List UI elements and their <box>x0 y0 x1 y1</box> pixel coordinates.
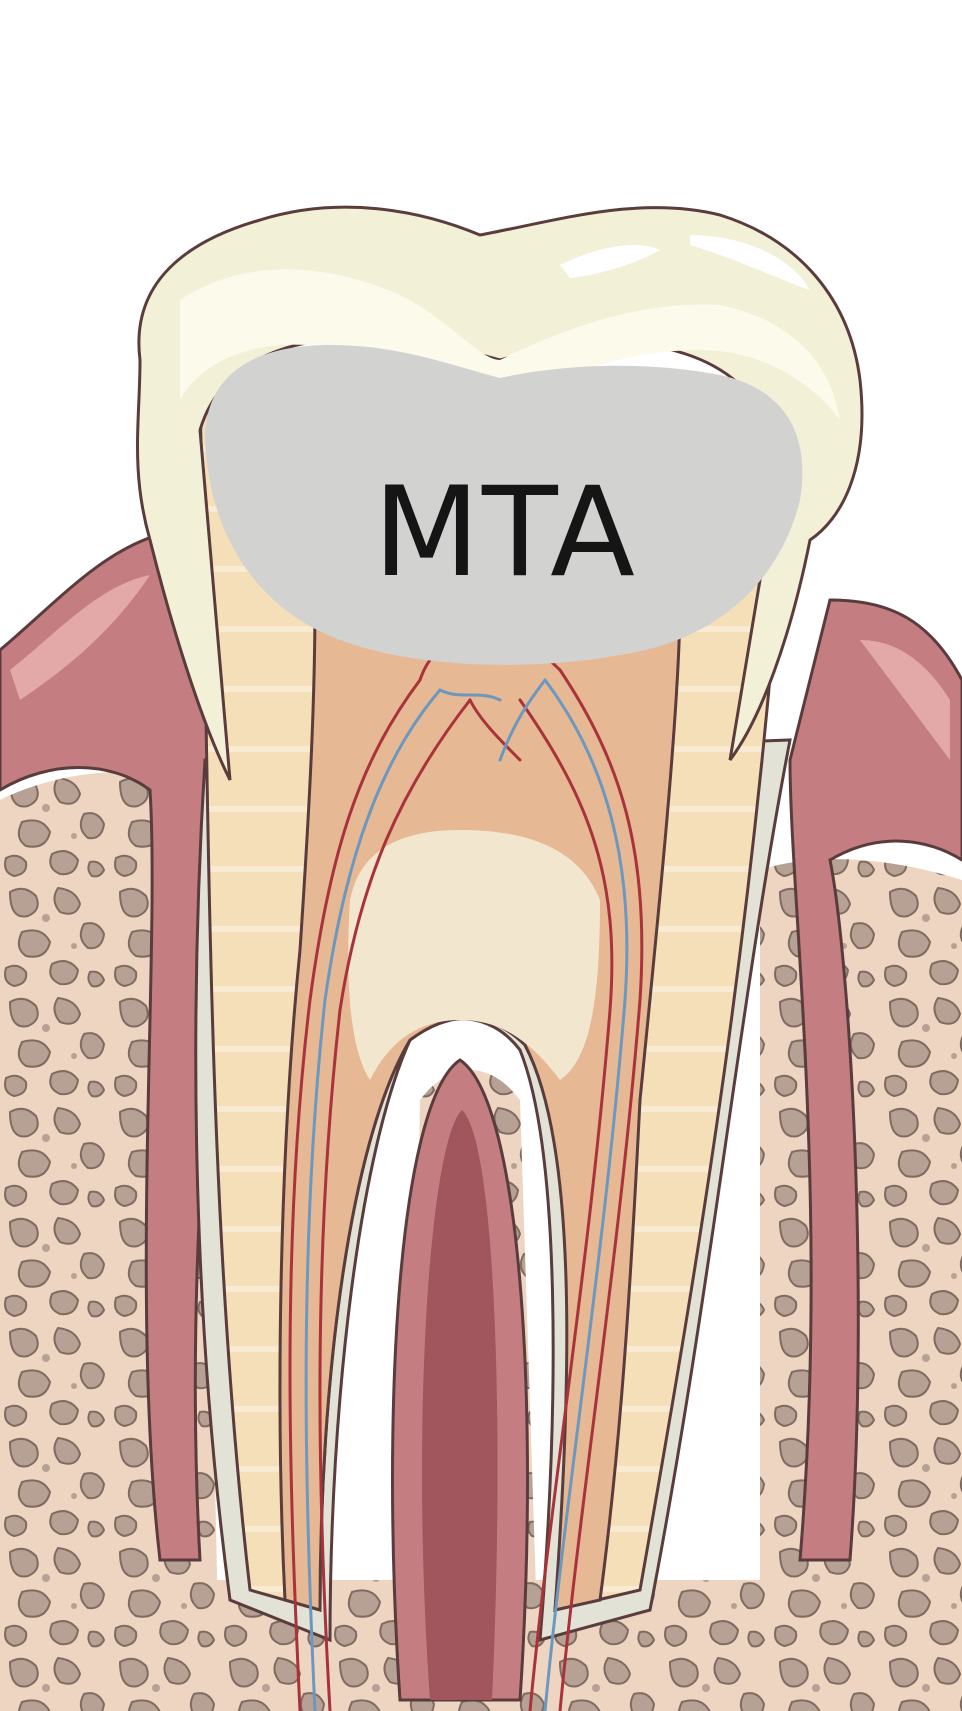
artery-right-2 <box>518 698 614 1711</box>
capillary-4 <box>468 698 522 762</box>
gum-right-highlight <box>860 640 950 760</box>
mta-filling <box>205 345 803 665</box>
pulp-horn-inner <box>348 830 600 1080</box>
blood-vessels <box>288 628 644 1711</box>
gum-inner-dark <box>421 1110 498 1700</box>
artery-right <box>558 668 644 1711</box>
enamel-highlight <box>560 245 660 278</box>
tooth-enamel-inner <box>180 269 840 420</box>
enamel-highlight-right <box>690 235 810 290</box>
vein-right <box>543 678 629 1711</box>
vein-left <box>304 688 442 1711</box>
artery-left <box>288 678 422 1711</box>
capillary-2 <box>438 688 502 702</box>
mta-label: MTA <box>373 461 637 605</box>
gum-right <box>788 598 962 1562</box>
gum-left-highlight <box>10 575 150 700</box>
artery-left-2 <box>318 698 472 1711</box>
capillary-5 <box>498 678 547 762</box>
